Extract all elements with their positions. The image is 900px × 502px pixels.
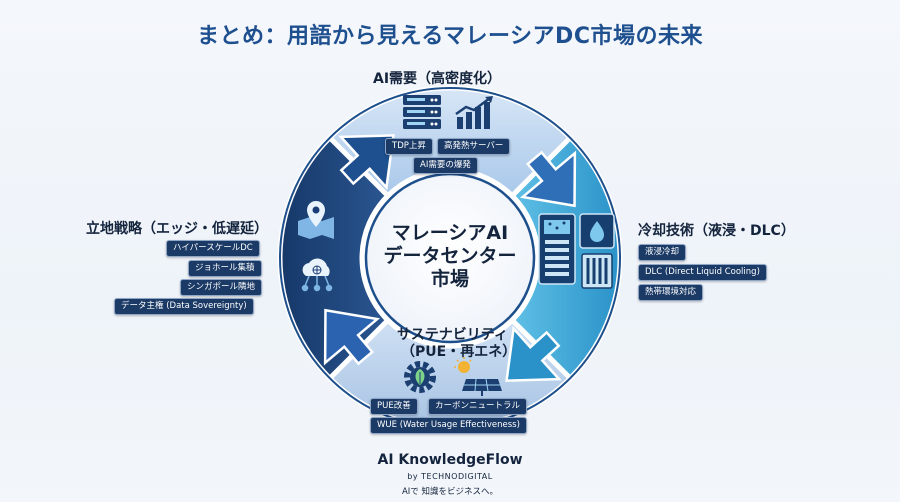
right-section-title: 冷却技術（液浸・DLC） [638, 223, 795, 239]
tag-immersion-cooling: 液浸冷却 [638, 244, 687, 261]
center-label: マレーシアAI データセンター 市場 [368, 222, 532, 291]
center-line-3: 市場 [430, 268, 469, 290]
ring-arrows [323, 134, 577, 382]
liquid-cooling-icon [579, 213, 615, 289]
cloud-network-icon [301, 258, 333, 292]
page-title: まとめ：用語から見えるマレーシアDC市場の未来 [197, 24, 703, 49]
immersion-tank-icon [538, 213, 576, 285]
arrow-right-to-bottom [505, 325, 562, 382]
tag-johor-cluster: ジョホール集積 [188, 260, 262, 277]
bottom-section-title-1: サステナビリティ [397, 327, 508, 343]
tag-wue: WUE (Water Usage Effectiveness) [370, 417, 527, 434]
server-rack-icon [403, 95, 441, 129]
arrow-bottom-to-left [323, 308, 381, 366]
tag-singapore-adjacent: シンガポール隣地 [180, 279, 263, 296]
brand-name: AI KnowledgeFlow [377, 452, 523, 468]
tag-hyperscale-dc: ハイパースケールDC [166, 240, 260, 257]
gear-leaf-icon [404, 361, 436, 393]
tag-data-sovereignty: データ主権 (Data Sovereignty) [114, 298, 254, 315]
brand-tagline: AIで 知識をビジネスへ。 [401, 487, 499, 497]
center-line-1: マレーシアAI [391, 222, 509, 244]
solar-panel-icon [454, 357, 502, 396]
tag-carbon-neutral: カーボンニュートラル [428, 398, 528, 415]
tag-tropical-support: 熱帯環境対応 [638, 284, 704, 301]
tag-tdp-increase: TDP上昇 [385, 138, 433, 155]
brand-by: by TECHNODIGITAL [407, 472, 493, 481]
top-section-title: AI需要（高密度化） [373, 71, 502, 87]
map-pin-icon [298, 201, 334, 239]
left-section-title: 立地戦略（エッジ・低遅延） [86, 221, 268, 237]
tag-high-heat-server: 高発熱サーバー [437, 138, 511, 155]
center-circle [364, 172, 536, 344]
growth-chart-icon [455, 96, 493, 129]
tag-ai-demand-explosion: AI需要の爆発 [413, 157, 478, 174]
arrow-top-to-right [519, 150, 577, 208]
center-line-2: データセンター [383, 245, 517, 267]
bottom-section-title-2: （PUE・再エネ） [401, 344, 517, 360]
arrow-left-to-top [338, 134, 395, 191]
tag-dlc: DLC (Direct Liquid Cooling) [638, 264, 767, 281]
tag-pue-improvement: PUE改善 [370, 398, 418, 415]
